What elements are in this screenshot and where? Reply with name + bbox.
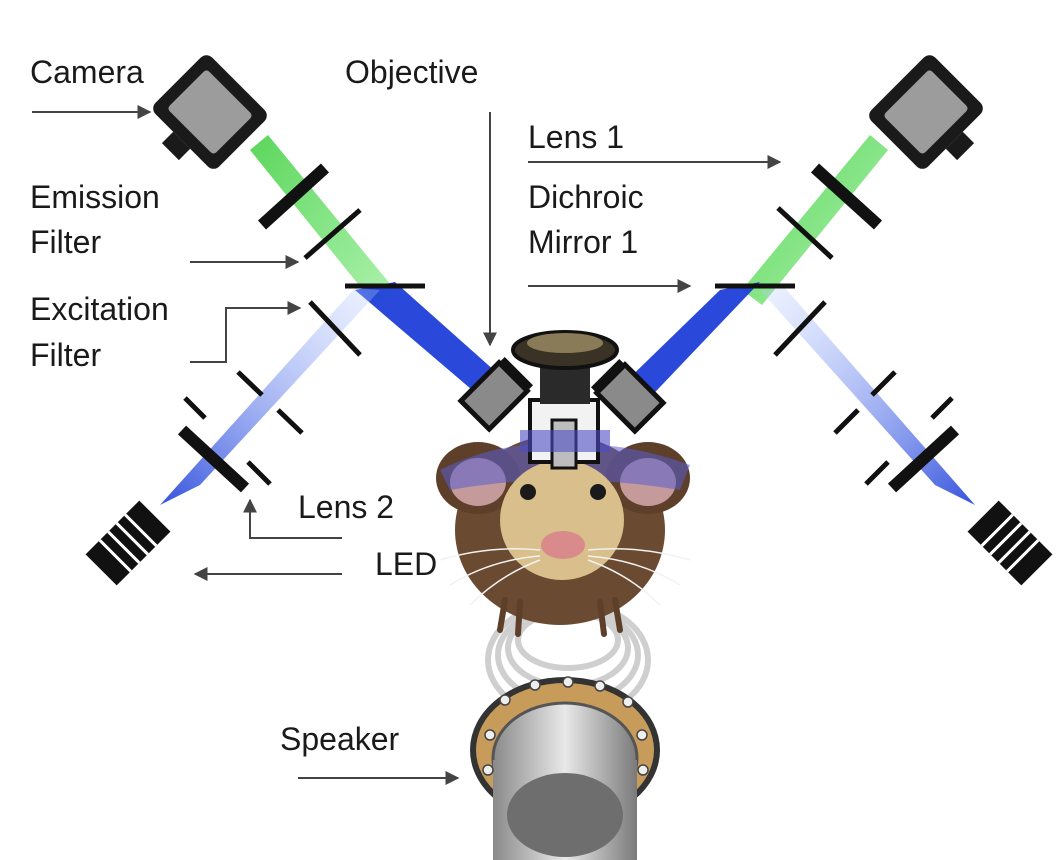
left-lens2-frame-b: [246, 460, 272, 486]
right-emission-beam: [742, 135, 888, 305]
right-lens2-icon: [887, 425, 960, 493]
left-excitation-beam-objective: [355, 282, 505, 395]
left-optics: [85, 55, 534, 586]
rat: [436, 330, 691, 637]
label-lens2: Lens 2: [298, 489, 394, 525]
left-objective: [457, 356, 534, 433]
right-aperture-top: [870, 370, 897, 397]
excitation-filter-pointer: [190, 301, 302, 363]
left-camera-lens-icon: [257, 163, 330, 230]
left-emission-beam: [250, 135, 395, 305]
left-lens2-icon: [177, 425, 250, 493]
label-excitation-filter-2: Filter: [30, 337, 101, 373]
lens2-pointer: [243, 498, 342, 539]
right-camera-lens-icon: [810, 163, 883, 230]
left-lens2-frame-a: [183, 396, 207, 420]
label-dichroic-2: Mirror 1: [528, 224, 638, 260]
label-emission-filter-2: Filter: [30, 224, 101, 260]
label-led: LED: [375, 546, 437, 582]
left-excitation-filter-icon: [308, 300, 362, 357]
right-lens2-frame-a: [930, 396, 954, 420]
speaker: [470, 599, 660, 860]
left-camera: [153, 55, 267, 169]
label-lens1: Lens 1: [528, 119, 624, 155]
pointer-lines: [32, 105, 782, 785]
left-excitation-beam-led: [160, 288, 380, 505]
left-aperture-top: [236, 370, 264, 397]
left-emission-filter-icon: [303, 208, 362, 260]
right-excitation-beam-led: [760, 288, 975, 505]
left-led: [85, 500, 171, 586]
label-emission-filter-1: Emission: [30, 179, 160, 215]
led-icon: [967, 500, 1053, 586]
right-objective: [590, 358, 667, 435]
right-lens2-frame-b: [864, 460, 890, 486]
label-excitation-filter-1: Excitation: [30, 291, 169, 327]
label-dichroic-1: Dichroic: [528, 179, 644, 215]
text-labels: Camera Objective Emission Filter Excitat…: [30, 54, 644, 757]
right-emission-filter-icon: [776, 206, 834, 260]
label-speaker: Speaker: [280, 721, 400, 757]
right-optics: [590, 55, 1053, 586]
rat-face: [500, 460, 624, 580]
right-camera: [869, 55, 983, 169]
rat-headmount: [511, 330, 619, 470]
right-excitation-filter-icon: [773, 300, 827, 357]
led-icon: [85, 500, 171, 586]
left-aperture-bottom: [276, 408, 304, 435]
label-camera: Camera: [30, 54, 144, 90]
label-objective: Objective: [345, 54, 478, 90]
right-excitation-beam-objective: [612, 282, 760, 408]
right-led: [967, 500, 1053, 586]
right-aperture-bottom: [833, 408, 860, 435]
